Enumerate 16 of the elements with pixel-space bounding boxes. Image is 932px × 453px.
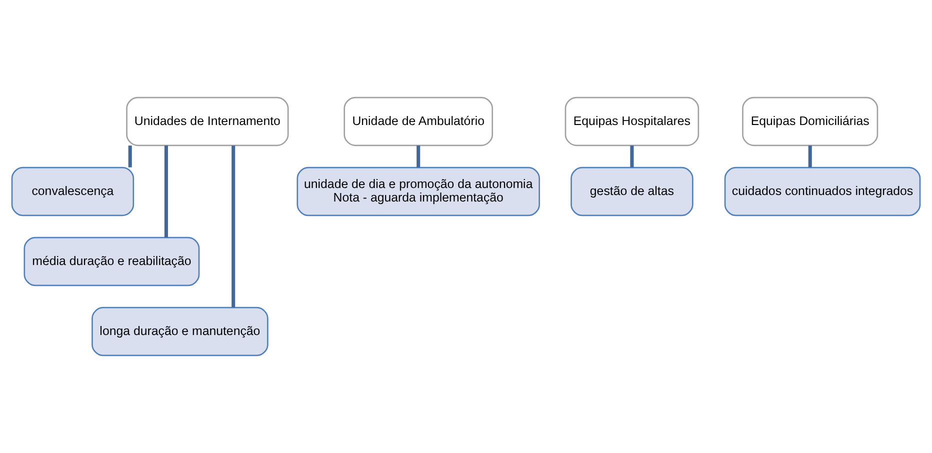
connector — [128, 146, 132, 168]
node-box: Equipas Domiciliárias — [742, 96, 878, 146]
node-box: Unidades de Internamento — [126, 96, 289, 146]
connector — [416, 146, 420, 168]
node-box: gestão de altas — [570, 166, 694, 216]
node-box: longa duração e manutenção — [92, 306, 268, 356]
node-box: convalescença — [11, 166, 134, 216]
node-box: Unidade de Ambulatório — [344, 96, 494, 146]
node-box: unidade de dia e promoção da autonomia Nota - aguarda implementação — [296, 166, 540, 216]
connector — [232, 146, 236, 308]
node-box: Equipas Hospitalares — [564, 96, 700, 146]
connector — [630, 146, 634, 168]
node-box: média duração e reabilitação — [24, 236, 200, 286]
node-box: cuidados continuados integrados — [724, 166, 921, 216]
connector — [164, 146, 168, 238]
connector — [808, 146, 812, 168]
